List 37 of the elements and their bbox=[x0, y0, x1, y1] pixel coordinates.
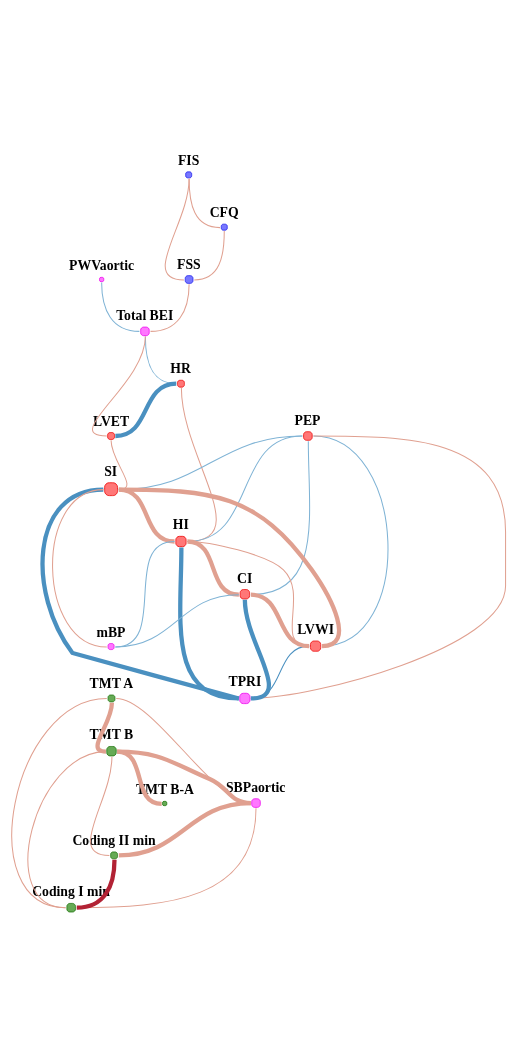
node-label: FIS bbox=[177, 152, 200, 168]
node-label: LVWI bbox=[297, 621, 335, 637]
node-label: SBPaortic bbox=[225, 779, 286, 795]
connector bbox=[250, 592, 310, 648]
connector bbox=[150, 283, 190, 332]
connector bbox=[186, 540, 310, 647]
node-label: PWVaortic bbox=[69, 257, 135, 273]
node-label: mBP bbox=[96, 624, 126, 640]
connector bbox=[242, 599, 271, 701]
connector bbox=[27, 750, 107, 908]
node-label: TPRI bbox=[228, 673, 262, 689]
connector bbox=[118, 486, 342, 648]
node-label: PEP bbox=[294, 412, 321, 428]
connector bbox=[250, 435, 507, 699]
connector bbox=[52, 488, 108, 647]
node-label: LVET bbox=[93, 413, 130, 429]
node-label: Total BEI bbox=[116, 307, 174, 323]
connector bbox=[101, 281, 140, 332]
node-label: CFQ bbox=[209, 204, 239, 220]
connector bbox=[193, 230, 225, 280]
node-label: Coding II min bbox=[72, 832, 156, 848]
node-label: SI bbox=[104, 463, 118, 479]
node-label: TMT A bbox=[89, 675, 134, 691]
node-label: HR bbox=[170, 360, 191, 376]
connector bbox=[11, 697, 108, 908]
connector bbox=[187, 538, 240, 597]
node-label: FSS bbox=[177, 256, 201, 272]
connector bbox=[114, 593, 240, 647]
connector bbox=[110, 439, 128, 490]
node-label: HI bbox=[172, 516, 189, 532]
connector bbox=[90, 755, 113, 856]
connector bbox=[76, 859, 117, 910]
connector bbox=[115, 381, 177, 438]
connector bbox=[164, 177, 190, 280]
connector bbox=[76, 807, 257, 908]
connector bbox=[178, 547, 240, 701]
node-label: CI bbox=[237, 570, 253, 585]
